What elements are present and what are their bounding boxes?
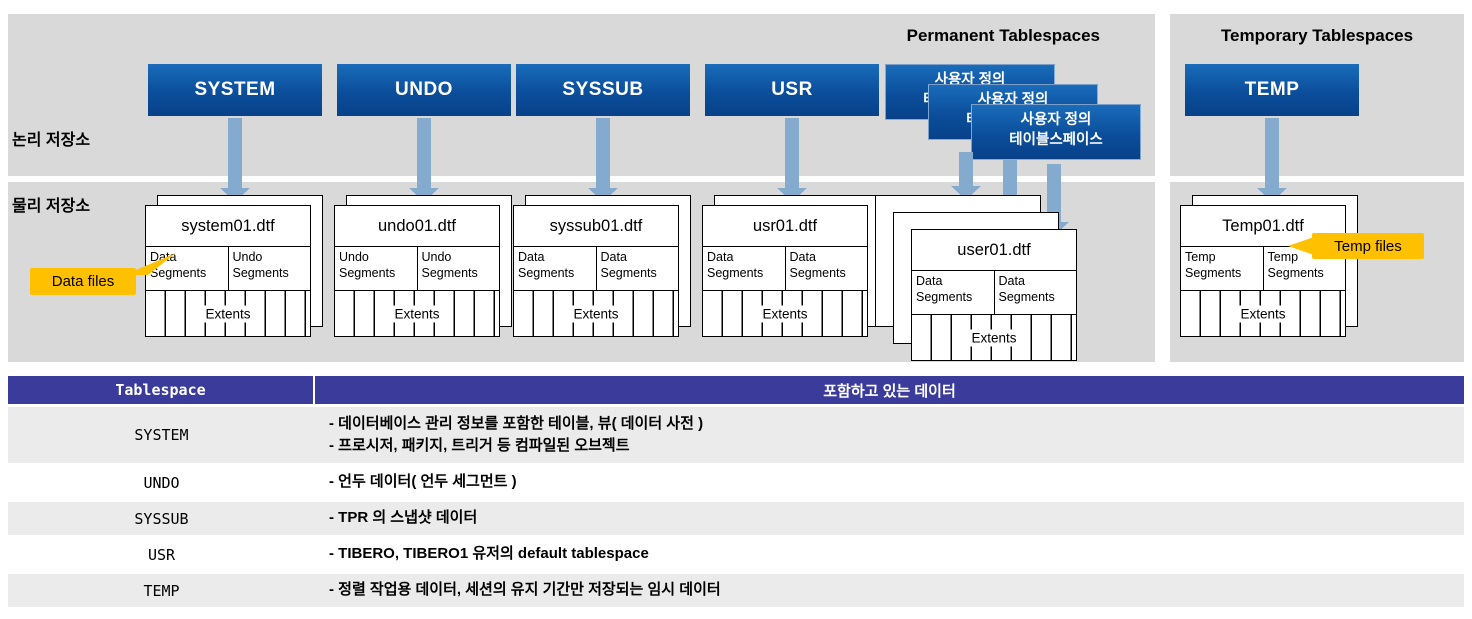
segment-cell: Data Segments xyxy=(789,250,846,281)
segment-cell: Undo Segments xyxy=(232,250,289,281)
datafile-box-user: user01.dtf Data Segments Data Segments E… xyxy=(911,229,1077,361)
datafile-box-undo: undo01.dtf Undo Segments Undo Segments E… xyxy=(334,205,500,337)
tablespace-box-usr: USR xyxy=(705,64,879,116)
table-header-row: Tablespace 포함하고 있는 데이터 xyxy=(8,376,1464,404)
segments-row: Data Segments Data Segments xyxy=(514,247,678,291)
extents-row: Extents xyxy=(335,291,499,336)
row-contents: - TPR 의 스냅샷 데이터 xyxy=(315,502,1464,535)
row-contents: - 데이터베이스 관리 정보를 포함한 테이블, 뷰( 데이터 사전 ) - 프… xyxy=(315,407,1464,463)
down-arrow-temp xyxy=(1257,118,1287,202)
physical-storage-label: 물리 저장소 xyxy=(12,198,91,215)
extents-row: Extents xyxy=(912,315,1076,360)
data-files-label: Data files xyxy=(51,273,115,290)
row-name: SYSSUB xyxy=(134,509,189,528)
datafile-box-system: system01.dtf Data Segments Undo Segments… xyxy=(145,205,311,337)
table-row-usr: USR - TIBERO, TIBERO1 유저의 default tables… xyxy=(8,538,1464,571)
temp-files-callout: Temp files xyxy=(1288,233,1424,259)
down-arrow-user1 xyxy=(951,152,981,200)
temporary-tablespaces-title: Temporary Tablespaces xyxy=(1220,26,1414,45)
segment-cell: Data Segments xyxy=(998,274,1055,305)
extents-label: Extents xyxy=(200,305,256,322)
temp-files-label: Temp files xyxy=(1334,237,1402,255)
segment-cell: Undo Segments xyxy=(335,247,418,290)
extents-label: Extents xyxy=(389,305,445,322)
table-row-syssub: SYSSUB - TPR 의 스냅샷 데이터 xyxy=(8,502,1464,535)
segment-cell: Temp Segments xyxy=(1181,247,1264,290)
row-content-line: - 데이터베이스 관리 정보를 포함한 테이블, 뷰( 데이터 사전 ) xyxy=(329,414,704,432)
temp-files-pointer xyxy=(1288,237,1314,255)
extents-row: Extents xyxy=(1181,291,1345,336)
extents-label: Extents xyxy=(1235,305,1291,322)
data-files-callout: Data files xyxy=(30,253,176,295)
row-contents: - TIBERO, TIBERO1 유저의 default tablespace xyxy=(315,538,1464,571)
extents-row: Extents xyxy=(703,291,867,336)
datafile-box-syssub: syssub01.dtf Data Segments Data Segments… xyxy=(513,205,679,337)
datafile-name: undo01.dtf xyxy=(335,206,499,247)
segment-cell: Data Segments xyxy=(600,250,657,281)
row-content-line: - 프로시저, 패키지, 트리거 등 컴파일된 오브젝트 xyxy=(329,437,630,454)
down-arrow-system xyxy=(220,118,250,202)
row-content-line: - TPR 의 스냅샷 데이터 xyxy=(329,509,478,527)
row-contents: - 정렬 작업용 데이터, 세션의 유지 기간만 저장되는 임시 데이터 xyxy=(315,574,1464,607)
segment-cell: Data Segments xyxy=(146,247,229,290)
row-name: TEMP xyxy=(143,581,180,600)
tablespace-table: Tablespace 포함하고 있는 데이터 SYSTEM - 데이터베이스 관… xyxy=(8,376,1464,610)
segment-cell: Temp Segments xyxy=(1267,250,1324,281)
segment-cell: Data Segments xyxy=(703,247,786,290)
datafile-name: system01.dtf xyxy=(146,206,310,247)
logical-storage-label: 논리 저장소 xyxy=(12,132,91,149)
extents-row: Extents xyxy=(514,291,678,336)
table-row-undo: UNDO - 언두 데이터( 언두 세그먼트 ) xyxy=(8,466,1464,499)
segments-row: Data Segments Data Segments xyxy=(703,247,867,291)
user-defined-line2: 테이블스페이스 xyxy=(1009,131,1103,148)
table-row-temp: TEMP - 정렬 작업용 데이터, 세션의 유지 기간만 저장되는 임시 데이… xyxy=(8,574,1464,607)
down-arrow-usr xyxy=(777,118,807,202)
tablespace-box-system: SYSTEM xyxy=(148,64,322,116)
down-arrow-syssub xyxy=(588,118,618,202)
tablespace-box-temp: TEMP xyxy=(1185,64,1359,116)
table-header-contents: 포함하고 있는 데이터 xyxy=(823,382,956,400)
tablespace-box-syssub: SYSSUB xyxy=(516,64,690,116)
data-files-pointer xyxy=(124,253,176,275)
segments-row: Data Segments Undo Segments xyxy=(146,247,310,291)
datafile-box-temp: Temp01.dtf Temp Segments Temp Segments E… xyxy=(1180,205,1346,337)
segment-cell: Data Segments xyxy=(514,247,597,290)
datafile-name: user01.dtf xyxy=(912,230,1076,271)
datafile-name: syssub01.dtf xyxy=(514,206,678,247)
row-content-line: - 정렬 작업용 데이터, 세션의 유지 기간만 저장되는 임시 데이터 xyxy=(329,581,721,599)
extents-label: Extents xyxy=(568,305,624,322)
datafile-name: Temp01.dtf xyxy=(1181,206,1345,247)
tablespace-box-undo: UNDO xyxy=(337,64,511,116)
segments-row: Temp Segments Temp Segments xyxy=(1181,247,1345,291)
row-content-line: - TIBERO, TIBERO1 유저의 default tablespace xyxy=(329,545,649,563)
extents-label: Extents xyxy=(757,305,813,322)
segments-row: Undo Segments Undo Segments xyxy=(335,247,499,291)
extents-label: Extents xyxy=(966,329,1022,346)
user-defined-line1: 사용자 정의 xyxy=(1020,112,1092,128)
row-name: SYSTEM xyxy=(134,426,189,444)
segment-cell: Data Segments xyxy=(912,271,995,314)
segments-row: Data Segments Data Segments xyxy=(912,271,1076,315)
row-name: UNDO xyxy=(143,473,180,492)
datafile-name: usr01.dtf xyxy=(703,206,867,247)
permanent-tablespaces-title: Permanent Tablespaces xyxy=(906,26,1100,45)
datafile-box-usr: usr01.dtf Data Segments Data Segments Ex… xyxy=(702,205,868,337)
tablespace-box-user-defined-front: 사용자 정의 테이블스페이스 xyxy=(971,104,1141,160)
table-row-system: SYSTEM - 데이터베이스 관리 정보를 포함한 테이블, 뷰( 데이터 사… xyxy=(8,407,1464,463)
down-arrow-undo xyxy=(409,118,439,202)
table-header-tablespace: Tablespace xyxy=(8,376,315,404)
segment-cell: Undo Segments xyxy=(421,250,478,281)
row-name: USR xyxy=(147,545,176,564)
row-contents: - 언두 데이터( 언두 세그먼트 ) xyxy=(315,466,1464,499)
row-content-line: - 언두 데이터( 언두 세그먼트 ) xyxy=(329,473,517,491)
extents-row: Extents xyxy=(146,291,310,336)
